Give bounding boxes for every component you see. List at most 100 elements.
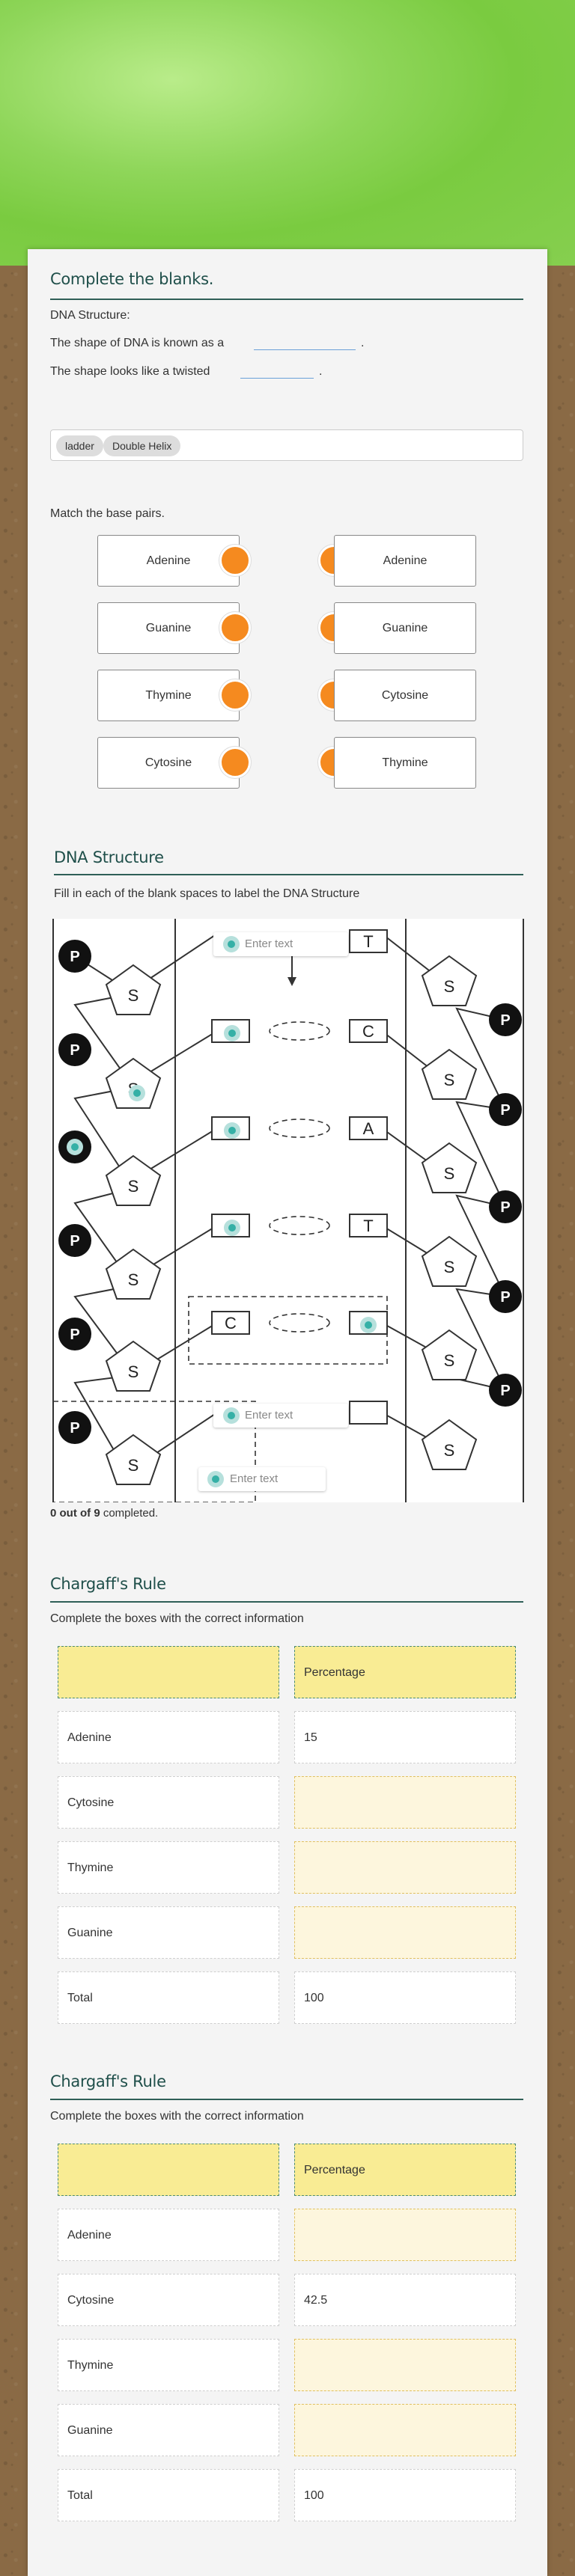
phosphate-group — [58, 940, 522, 1444]
progress-suffix: completed. — [100, 1507, 159, 1520]
row-label: Guanine — [58, 2404, 279, 2456]
base-label-c: C — [362, 1022, 374, 1041]
chargaff-rule — [50, 2099, 523, 2100]
row-input[interactable] — [294, 1841, 516, 1894]
hotspot-pin[interactable] — [207, 1471, 224, 1487]
chargaff-instruction: Complete the boxes with the correct info… — [50, 1612, 304, 1625]
hero-banner — [0, 0, 575, 266]
phosphate-label: P — [500, 1102, 510, 1119]
blank-line-2-end: . — [319, 365, 323, 378]
dna-progress: 0 out of 9 completed. — [50, 1507, 158, 1520]
row-label: Guanine — [58, 1906, 279, 1959]
row-value: 15 — [294, 1711, 516, 1763]
blank-line-1-end: . — [361, 337, 365, 349]
hotspot-pin[interactable] — [224, 1025, 240, 1041]
row-value: 100 — [294, 2469, 516, 2521]
sugar-label: S — [444, 1258, 455, 1276]
blank-input-2[interactable] — [240, 364, 314, 379]
phosphate-label: P — [70, 1233, 79, 1249]
base-label-a: A — [363, 1119, 374, 1138]
title-rule — [50, 299, 523, 300]
match-connector-dot[interactable] — [219, 545, 251, 576]
match-right-item[interactable]: Guanine — [334, 602, 476, 654]
dna-diagram: S S S S S S S S S S S S T C A T C — [52, 919, 524, 1503]
dna-instruction: Fill in each of the blank spaces to labe… — [54, 887, 360, 900]
row-label: Adenine — [58, 2209, 279, 2261]
word-chip-ladder[interactable]: ladder — [56, 435, 103, 456]
match-connector-dot[interactable] — [219, 612, 251, 643]
sugar-label: S — [444, 1071, 455, 1089]
word-chip-double-helix[interactable]: Double Helix — [103, 435, 181, 456]
match-left-item[interactable]: Adenine — [97, 535, 240, 587]
match-prompt: Match the base pairs. — [50, 507, 165, 520]
chargaff-instruction: Complete the boxes with the correct info… — [50, 2110, 304, 2123]
table-header-cell — [58, 1646, 279, 1698]
blank-input-1[interactable] — [254, 335, 356, 350]
sugar-label: S — [128, 1177, 139, 1196]
table-header-cell: Percentage — [294, 1646, 516, 1698]
sugar-label: S — [128, 1362, 139, 1381]
base-label-c: C — [225, 1314, 237, 1333]
dna-title-rule — [54, 874, 523, 875]
row-label: Adenine — [58, 1711, 279, 1763]
sugar-label: S — [128, 1270, 139, 1289]
row-label: Total — [58, 1971, 279, 2024]
base-label-t: T — [363, 1217, 373, 1235]
hotspot-pin[interactable] — [223, 1407, 240, 1424]
row-input[interactable] — [294, 2339, 516, 2391]
phosphate-label: P — [500, 1383, 510, 1399]
hotspot-pin[interactable] — [224, 1220, 240, 1236]
match-left-item[interactable]: Cytosine — [97, 737, 240, 789]
match-right-item[interactable]: Adenine — [334, 535, 476, 587]
phosphate-label: P — [500, 1289, 510, 1306]
row-value: 42.5 — [294, 2274, 516, 2326]
hotspot-pin[interactable] — [360, 1317, 377, 1333]
match-right-item[interactable]: Cytosine — [334, 670, 476, 721]
row-label: Cytosine — [58, 2274, 279, 2326]
hotspot-pin[interactable] — [224, 1122, 240, 1139]
blanks-line-1: The shape of DNA is known as a — [50, 337, 225, 349]
row-input[interactable] — [294, 1906, 516, 1959]
row-label: Thymine — [58, 1841, 279, 1894]
phosphate-label: P — [70, 1042, 79, 1059]
phosphate-label: P — [500, 1012, 510, 1029]
match-right-item[interactable]: Thymine — [334, 737, 476, 789]
base-label-t: T — [363, 932, 373, 951]
chargaff-rule — [50, 1601, 523, 1603]
phosphate-label: P — [70, 1327, 79, 1343]
match-left-item[interactable]: Thymine — [97, 670, 240, 721]
sugar-label: S — [128, 986, 139, 1005]
dna-illustration: S S S S S S S S S S S S T C A T C — [52, 919, 524, 1503]
worksheet-page: Complete the blanks. DNA Structure: The … — [28, 249, 547, 2576]
chargaff-title: Chargaff's Rule — [50, 2072, 166, 2090]
phosphate-label: P — [70, 949, 79, 965]
dna-title: DNA Structure — [54, 848, 164, 866]
sugar-label: S — [444, 1441, 455, 1460]
row-input[interactable] — [294, 2209, 516, 2261]
blanks-intro: DNA Structure: — [50, 309, 130, 322]
blanks-title: Complete the blanks. — [50, 270, 214, 288]
sugar-label: S — [444, 1164, 455, 1183]
row-label: Total — [58, 2469, 279, 2521]
sugar-label: S — [128, 1456, 139, 1475]
row-input[interactable] — [294, 1776, 516, 1829]
word-bank: ladder Double Helix — [50, 429, 523, 461]
row-value: 100 — [294, 1971, 516, 2024]
row-label: Thymine — [58, 2339, 279, 2391]
match-connector-dot[interactable] — [219, 747, 251, 778]
row-label: Cytosine — [58, 1776, 279, 1829]
match-left-item[interactable]: Guanine — [97, 602, 240, 654]
sugar-group — [105, 955, 478, 1485]
match-connector-dot[interactable] — [219, 679, 251, 711]
phosphate-label: P — [500, 1199, 510, 1216]
hotspot-pin[interactable] — [67, 1139, 83, 1155]
progress-count: 0 out of 9 — [50, 1507, 100, 1520]
sugar-label: S — [444, 977, 455, 996]
table-header-cell: Percentage — [294, 2144, 516, 2196]
row-input[interactable] — [294, 2404, 516, 2456]
hotspot-pin[interactable] — [129, 1085, 145, 1101]
hotspot-pin[interactable] — [223, 936, 240, 952]
label-input-9[interactable]: Enter text — [198, 1467, 326, 1491]
blanks-line-2: The shape looks like a twisted — [50, 365, 210, 378]
sugar-label: S — [444, 1351, 455, 1370]
